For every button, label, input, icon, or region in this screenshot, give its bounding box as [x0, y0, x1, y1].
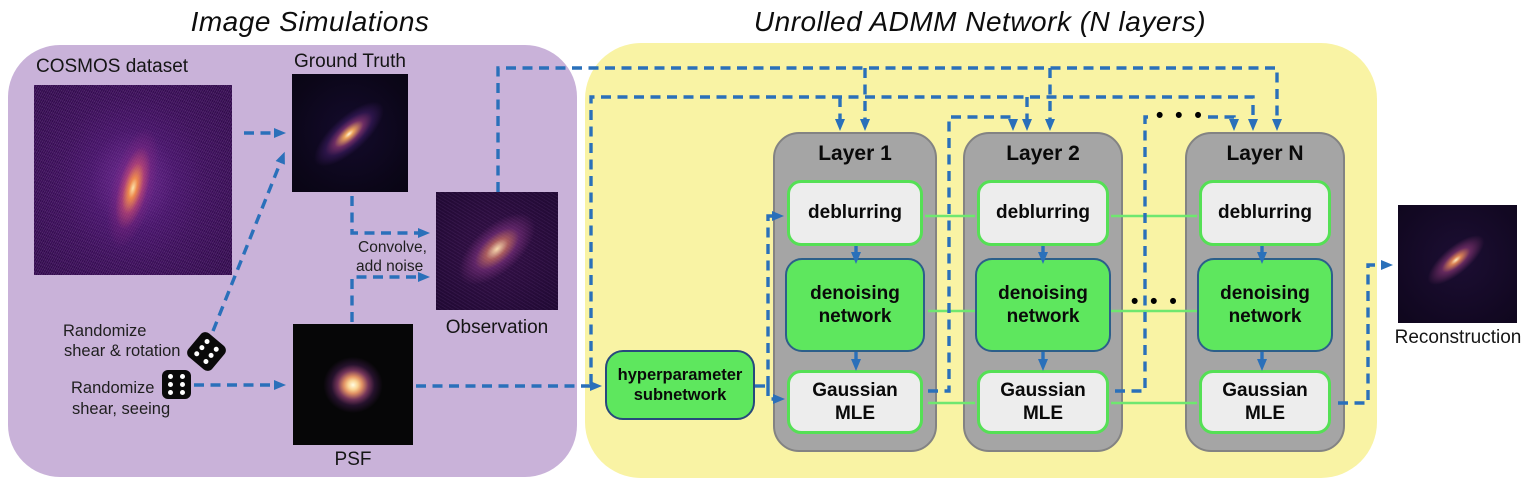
layer-card-1: Layer 1 deblurring denoising network Gau… [773, 132, 937, 452]
denoising-label-line1: denoising [810, 283, 900, 304]
gaussian-mle-label-line1: Gaussian [1000, 380, 1086, 401]
hyperparameter-label-line1: hyperparameter [617, 366, 743, 384]
observation-image [436, 192, 558, 310]
title-admm-network: Unrolled ADMM Network (N layers) [753, 6, 1207, 37]
hyperparameter-label-line2: subnetwork [633, 386, 727, 404]
gaussian-mle-label-line1: Gaussian [812, 380, 898, 401]
gaussian-mle-label-line2: MLE [1022, 403, 1064, 424]
denoising-label-line2: network [1228, 306, 1302, 327]
layer-1-title: Layer 1 [818, 142, 892, 165]
ground-truth-label: Ground Truth [294, 51, 406, 72]
psf-image [293, 324, 413, 445]
ground-truth-image [292, 74, 408, 192]
convolve-note-line2: add noise [356, 258, 424, 275]
gaussian-mle-label-line1: Gaussian [1222, 380, 1308, 401]
deblurring-label: deblurring [996, 202, 1090, 223]
denoising-label-line1: denoising [1220, 283, 1310, 304]
denoising-label-line2: network [818, 306, 892, 327]
layer-n-denoising-box: denoising network [1197, 258, 1333, 352]
layer-n-gaussian-mle-box: Gaussian MLE [1199, 370, 1331, 434]
layer-card-n: Layer N deblurring denoising network Gau… [1185, 132, 1345, 452]
randomize-rotation-line2: shear & rotation [64, 342, 181, 360]
denoising-label-line2: network [1006, 306, 1080, 327]
layer-2-denoising-box: denoising network [975, 258, 1111, 352]
layer-n-title: Layer N [1226, 142, 1304, 165]
layer-n-deblurring-box: deblurring [1199, 180, 1331, 246]
observation-label: Observation [445, 317, 549, 338]
randomize-seeing-line1: Randomize [71, 379, 155, 397]
ellipsis-top: • • • [1156, 104, 1205, 127]
deblurring-label: deblurring [808, 202, 902, 223]
reconstruction-label: Reconstruction [1394, 327, 1522, 348]
dice-icon-seeing [162, 370, 191, 399]
observation-galaxy [440, 194, 554, 303]
layer-1-denoising-box: denoising network [785, 258, 925, 352]
randomize-seeing-line2: shear, seeing [72, 400, 171, 418]
title-image-simulations: Image Simulations [190, 6, 430, 37]
reconstruction-image [1398, 205, 1517, 323]
ground-truth-galaxy [300, 87, 398, 181]
layer-1-deblurring-box: deblurring [787, 180, 923, 246]
ellipsis-denoising-row: • • • [1131, 290, 1180, 313]
layer-2-gaussian-mle-box: Gaussian MLE [977, 370, 1109, 434]
gaussian-mle-label-line2: MLE [834, 403, 876, 424]
hyperparameter-subnetwork-box: hyperparameter subnetwork [605, 350, 755, 420]
psf-label: PSF [334, 449, 372, 470]
cosmos-label: COSMOS dataset [36, 56, 189, 77]
layer-card-2: Layer 2 deblurring denoising network Gau… [963, 132, 1123, 452]
denoising-label-line1: denoising [998, 283, 1088, 304]
psf-spot [318, 351, 388, 418]
deblurring-label: deblurring [1218, 202, 1312, 223]
cosmos-image [34, 85, 232, 275]
randomize-rotation-line1: Randomize [63, 322, 147, 340]
convolve-note-line1: Convolve, [358, 239, 427, 256]
reconstruction-galaxy [1416, 223, 1496, 298]
layer-1-gaussian-mle-box: Gaussian MLE [787, 370, 923, 434]
layer-2-title: Layer 2 [1006, 142, 1080, 165]
gaussian-mle-label-line2: MLE [1244, 403, 1286, 424]
layer-2-deblurring-box: deblurring [977, 180, 1109, 246]
